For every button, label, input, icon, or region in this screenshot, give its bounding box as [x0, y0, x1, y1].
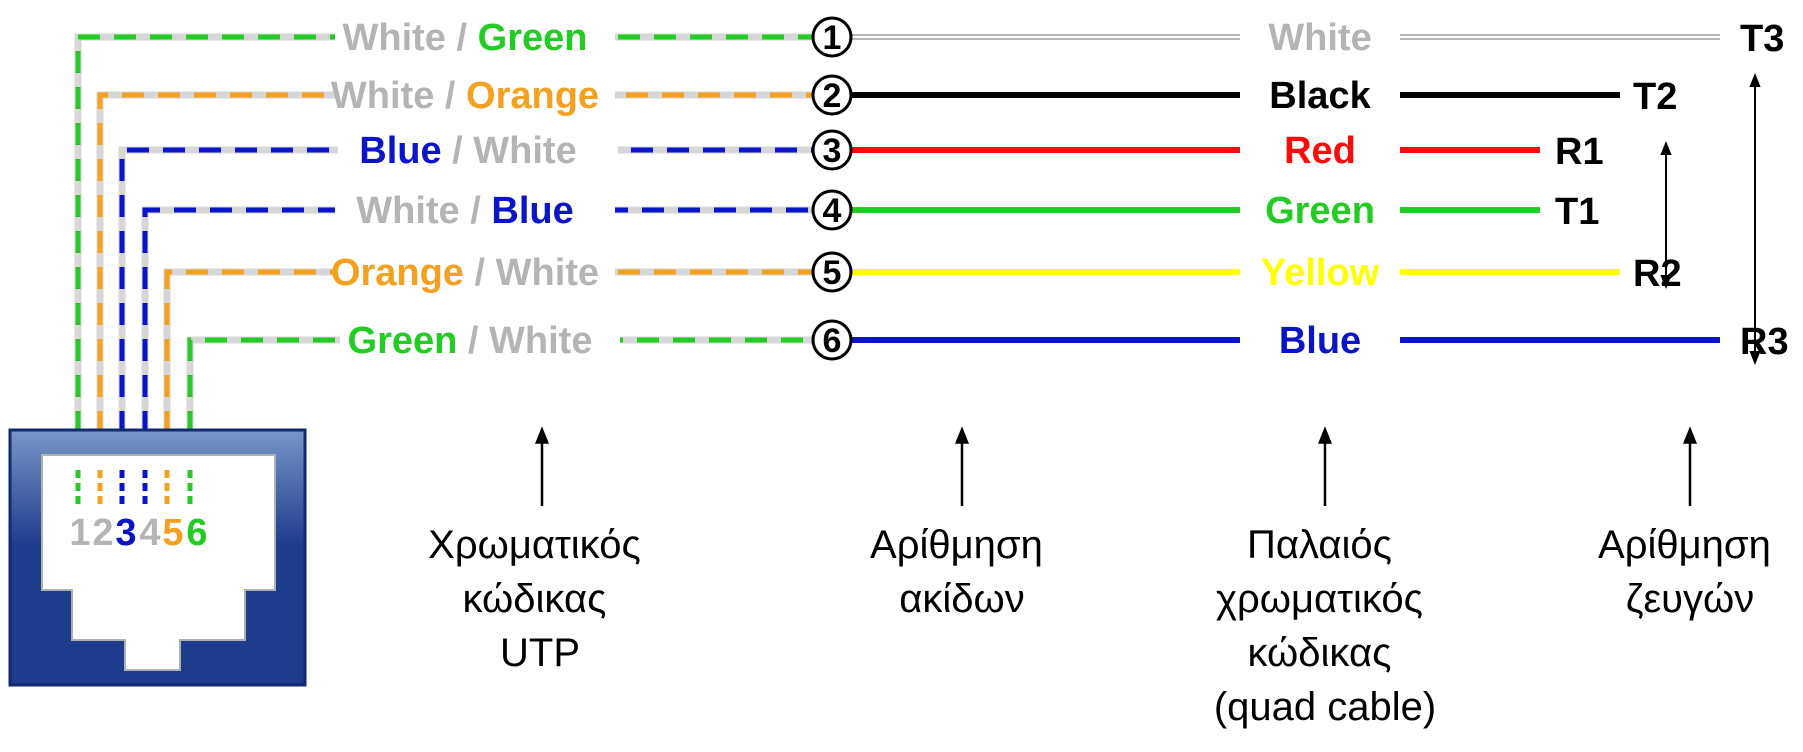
jack-digit-4: 4 [139, 512, 160, 554]
utp-label-4-backdrop [335, 184, 615, 234]
pin-number-5: 5 [823, 254, 842, 292]
pin-number-1: 1 [823, 19, 842, 57]
caption-old-line2: χρωματικός [1216, 577, 1423, 621]
utp-label-part: White [356, 190, 459, 232]
utp-label-part: White [343, 17, 446, 59]
pin-circle-5 [811, 251, 853, 293]
caption-old-line1: Παλαιός [1247, 523, 1392, 567]
old-label-6: Blue [1279, 320, 1361, 362]
utp-label-5: Orange / White [331, 252, 599, 294]
old-label-6-backdrop [1240, 314, 1400, 364]
jack-socket [41, 454, 276, 671]
pair-label-r3: R3 [1740, 321, 1789, 363]
old-label-5-backdrop [1240, 246, 1400, 296]
utp-label-part: White [496, 252, 599, 294]
utp-label-part: Orange [331, 252, 464, 294]
caption-old-line4: (quad cable) [1214, 685, 1436, 729]
utp-label-5-backdrop [335, 246, 615, 296]
utp-wire-3-stripe [119, 147, 812, 505]
utp-label-part: White [473, 130, 576, 172]
caption-pins-line1: Αρίθμηση [870, 523, 1043, 567]
pin-circle-4 [811, 189, 853, 231]
utp-label-part: / [464, 252, 496, 294]
utp-label-part: Blue [491, 190, 573, 232]
pair-label-t1: T1 [1555, 191, 1599, 233]
utp-label-part: / [446, 17, 478, 59]
caption-pairs: Αρίθμηση ζευγών [1598, 523, 1782, 621]
pin-circle-3 [811, 129, 853, 171]
pin-number-circles: 1 2 3 4 5 6 [811, 16, 853, 361]
old-label-2-backdrop [1240, 69, 1400, 119]
pair-label-t3: T3 [1740, 18, 1784, 60]
utp-label-part: / [460, 190, 492, 232]
jack-digit-6: 6 [186, 512, 207, 554]
pin-number-4: 4 [823, 192, 842, 230]
jack-pin-stripes [75, 470, 193, 505]
utp-label-2-backdrop [335, 69, 615, 119]
pin-number-6: 6 [823, 322, 842, 360]
old-label-1-backdrop [1240, 11, 1400, 61]
utp-label-3-backdrop [338, 124, 618, 174]
caption-utp-line1: Χρωματικός [428, 523, 641, 567]
utp-label-part: / [434, 75, 466, 117]
caption-pins: Αρίθμηση ακίδων [870, 523, 1054, 621]
jack-digit-2: 2 [92, 512, 113, 554]
caption-utp-line2: κώδικας [463, 577, 607, 621]
caption-old: Παλαιός χρωματικός κώδικας (quad cable) [1214, 523, 1436, 729]
pin-circle-1 [811, 16, 853, 58]
utp-label-part: / [442, 130, 474, 172]
old-label-3-backdrop [1240, 124, 1400, 174]
jack-digit-3: 3 [115, 512, 136, 554]
utp-label-part: White [489, 320, 592, 362]
pair-label-r1: R1 [1555, 131, 1604, 173]
caption-utp-line3: UTP [500, 631, 580, 675]
caption-pairs-line2: ζευγών [1626, 577, 1755, 621]
old-label-4-backdrop [1240, 184, 1400, 234]
utp-label-3: Blue / White [359, 130, 576, 172]
old-label-4: Green [1265, 190, 1375, 232]
caption-pins-line2: ακίδων [899, 577, 1025, 621]
utp-label-part: Green [478, 17, 588, 59]
old-label-5: Yellow [1261, 252, 1380, 294]
utp-label-part: Blue [359, 130, 441, 172]
utp-label-part: White [331, 75, 434, 117]
utp-label-6: Green / White [348, 320, 593, 362]
old-label-1: White [1268, 17, 1371, 59]
caption-utp: Χρωματικός κώδικας UTP [428, 523, 652, 675]
utp-label-part: Orange [466, 75, 599, 117]
pair-label-r2: R2 [1633, 253, 1682, 295]
pin-number-2: 2 [823, 77, 842, 115]
pin-circle-2 [811, 74, 853, 116]
utp-label-6-backdrop [340, 314, 620, 364]
utp-label-1: White / Green [343, 17, 588, 59]
pair-label-t2: T2 [1633, 76, 1677, 118]
pin-circle-6 [811, 319, 853, 361]
utp-label-4: White / Blue [356, 190, 573, 232]
caption-pairs-line1: Αρίθμηση [1598, 523, 1771, 567]
utp-label-1-backdrop [335, 11, 615, 61]
jack-digit-5: 5 [162, 512, 183, 554]
utp-label-part: / [457, 320, 489, 362]
caption-old-line3: κώδικας [1248, 631, 1392, 675]
jack-digit-1: 1 [69, 512, 90, 554]
old-label-2: Black [1269, 75, 1371, 117]
utp-label-part: Green [348, 320, 458, 362]
old-label-3: Red [1284, 130, 1356, 172]
utp-label-2: White / Orange [331, 75, 599, 117]
pin-number-3: 3 [823, 132, 842, 170]
